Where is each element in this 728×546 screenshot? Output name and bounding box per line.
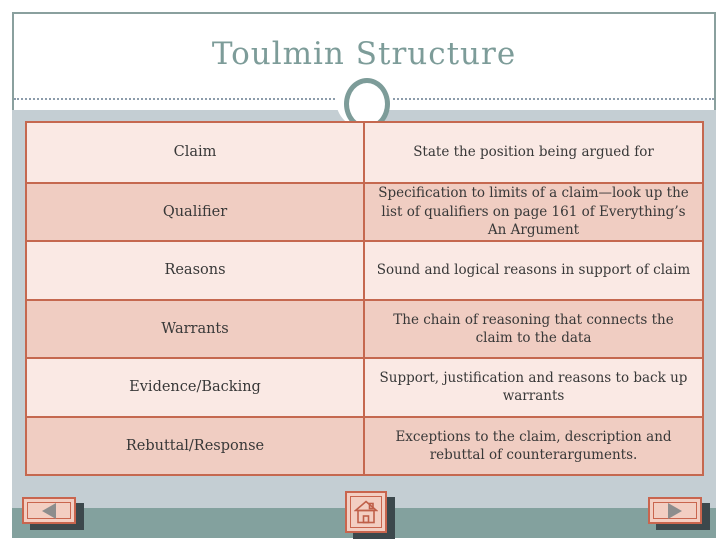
definition-cell: Support, justification and reasons to ba…: [365, 357, 702, 416]
definition-cell: The chain of reasoning that connects the…: [365, 298, 702, 357]
back-arrow-icon: [42, 502, 56, 519]
term-cell: Qualifier: [27, 181, 365, 240]
forward-button[interactable]: [648, 497, 702, 524]
term-cell: Reasons: [27, 240, 365, 299]
definition-cell: Specification to limits of a claim—look …: [365, 181, 702, 240]
forward-arrow-icon: [668, 502, 682, 519]
home-icon: [354, 500, 378, 524]
definition-cell: Sound and logical reasons in support of …: [365, 240, 702, 299]
term-cell: Rebuttal/Response: [27, 415, 365, 474]
term-cell: Evidence/Backing: [27, 357, 365, 416]
back-button[interactable]: [22, 497, 76, 524]
definition-cell: Exceptions to the claim, description and…: [365, 415, 702, 474]
term-cell: Warrants: [27, 298, 365, 357]
slide-title: Toulmin Structure: [211, 36, 517, 72]
home-button[interactable]: [345, 491, 387, 533]
term-cell: Claim: [27, 123, 365, 182]
definition-cell: State the position being argued for: [365, 123, 702, 182]
